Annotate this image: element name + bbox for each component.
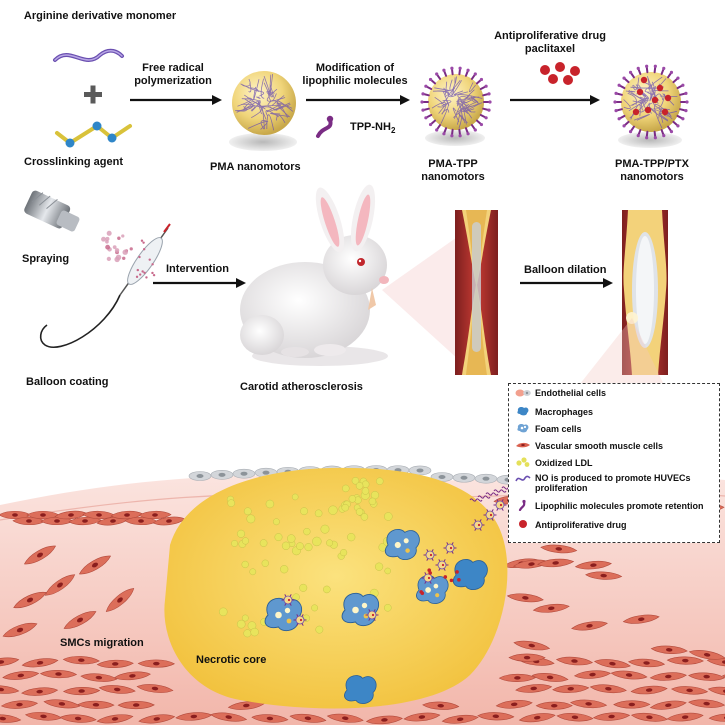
monomer-icon [53,48,124,62]
rabbit-image [240,184,389,366]
tpp-icon [316,115,334,138]
balloon-coating-label: Balloon coating [26,376,109,388]
legend-box: Endothelial cells Macrophages Foam cells… [508,383,720,543]
drug-label: Antiproliferative drug paclitaxel [494,30,606,55]
nanomotors-in-plaque [281,486,515,626]
necrotic-core [164,467,508,709]
pma-tpp-nanomotor-icon [420,66,492,146]
step2-label: Modification of lipophilic molecules [302,62,408,87]
artery-dilated-image [622,210,668,375]
macrophage-icon [517,407,529,416]
foam-cell-icon [517,424,529,433]
pma-tpp-ptx-nanomotor-icon [613,64,689,148]
artery-narrowed-image [455,210,498,375]
plus-icon [84,85,102,104]
crosslinker-label: Crosslinking agent [24,156,124,168]
arrow-drug-loading [510,95,600,105]
lipophilic-icon [518,499,526,511]
spraying-label: Spraying [22,253,70,265]
pma-tpp-label: PMA-TPP nanomotors [421,158,485,183]
intervention-label: Intervention [166,263,229,275]
monomer-label: Arginine derivative monomer [23,10,177,22]
arrow-balloon-dilation [520,278,613,288]
rabbit-label: Carotid atherosclerosis [240,381,363,393]
smc-icon [516,442,530,448]
necrotic-core-label: Necrotic core [196,654,267,666]
tpp-label: TPP-NH2 [350,121,396,136]
final-label: PMA-TPP/PTX nanomotors [615,158,689,183]
spray-nozzle-icon [24,190,80,232]
endothelial-cell-icon [515,389,531,397]
zoom-beam-rabbit [382,228,470,370]
arrow-modification [306,95,410,105]
step1-label: Free radical polymerization [134,62,212,87]
arrow-intervention [153,278,246,288]
pma-label: PMA nanomotors [210,161,301,173]
crosslinker-icon [55,121,132,148]
drug-dot-icon [519,520,527,528]
balloon-dilation-label: Balloon dilation [524,264,607,276]
pma-nanomotor-icon [229,71,297,151]
smc-migration-label: SMCs migration [60,637,144,649]
spray-mist [101,230,133,263]
paclitaxel-icon [540,62,580,85]
ldl-icon [516,457,530,467]
no-wave-icon [515,475,531,482]
arrow-polymerization [130,95,222,105]
balloon-catheter-icon [39,223,171,348]
